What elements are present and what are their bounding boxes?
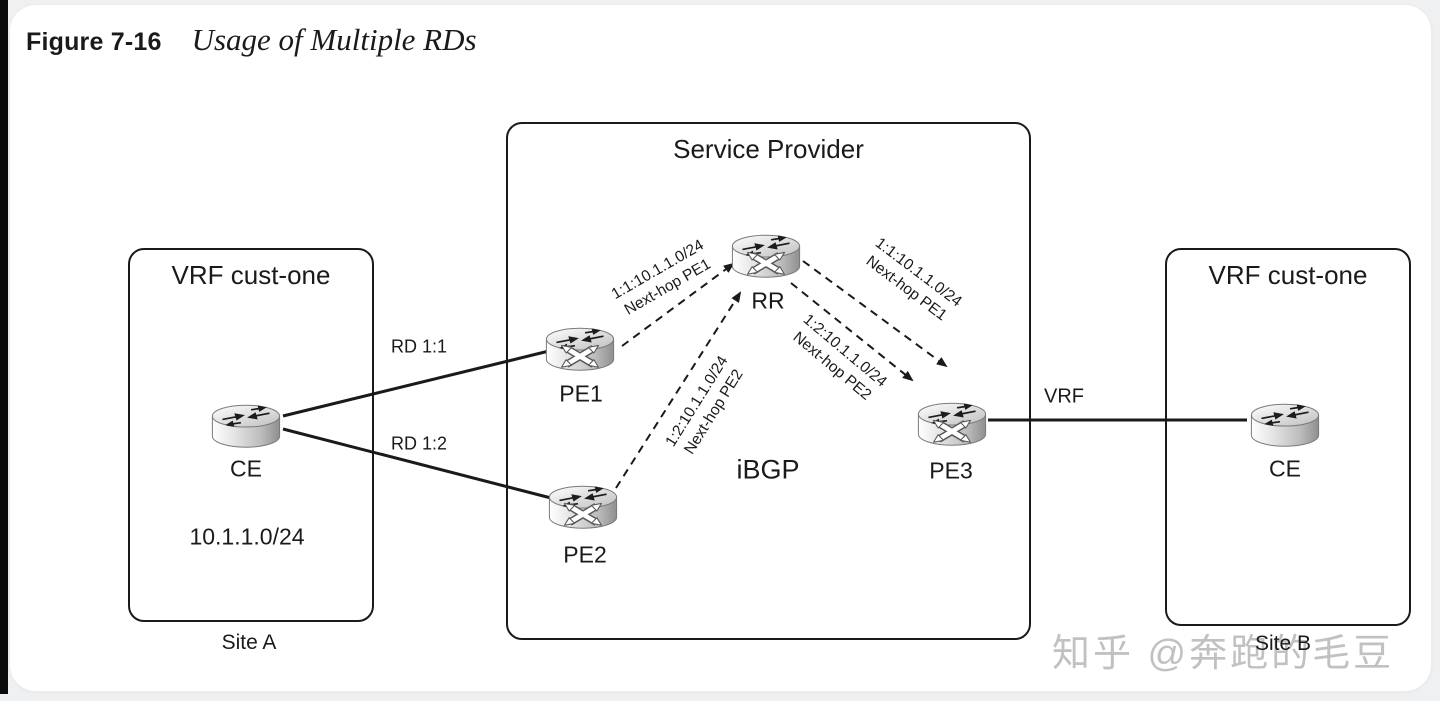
router-ce-right-icon <box>1243 393 1327 449</box>
label-ce-right: CE <box>1269 455 1301 482</box>
label-pe1: PE1 <box>559 380 603 407</box>
figure-title-row: Figure 7-16 Usage of Multiple RDs <box>26 22 477 58</box>
router-pe1-icon <box>538 317 622 373</box>
site-a-box-title: VRF cust-one <box>171 260 331 290</box>
site-b-caption: Site B <box>1254 632 1312 655</box>
site-a-caption: Site A <box>221 631 277 654</box>
figure-name: Usage of Multiple RDs <box>191 22 477 57</box>
rd-1-1-label: RD 1:1 <box>390 336 448 357</box>
left-edge-bar <box>0 0 8 694</box>
figure-label: Figure 7-16 <box>26 28 162 56</box>
label-pe2: PE2 <box>563 541 607 568</box>
watermark: 知乎 @奔跑的毛豆 <box>1052 633 1395 675</box>
label-rr: RR <box>751 287 785 314</box>
router-pe2-icon <box>541 475 625 531</box>
router-ce-left-icon <box>204 394 288 450</box>
subnet-label: 10.1.1.0/24 <box>189 523 305 550</box>
service-provider-title: Service Provider <box>673 134 864 164</box>
rd-1-2-label: RD 1:2 <box>390 433 448 454</box>
vrf-label: VRF <box>1044 385 1084 408</box>
router-pe3-icon <box>910 392 994 448</box>
label-pe3: PE3 <box>929 457 973 484</box>
site-b-box: VRF cust-one <box>1165 248 1411 626</box>
site-b-box-title: VRF cust-one <box>1208 260 1368 290</box>
label-ce-left: CE <box>230 455 262 482</box>
ibgp-label: iBGP <box>736 454 800 485</box>
router-rr-icon <box>724 224 808 280</box>
